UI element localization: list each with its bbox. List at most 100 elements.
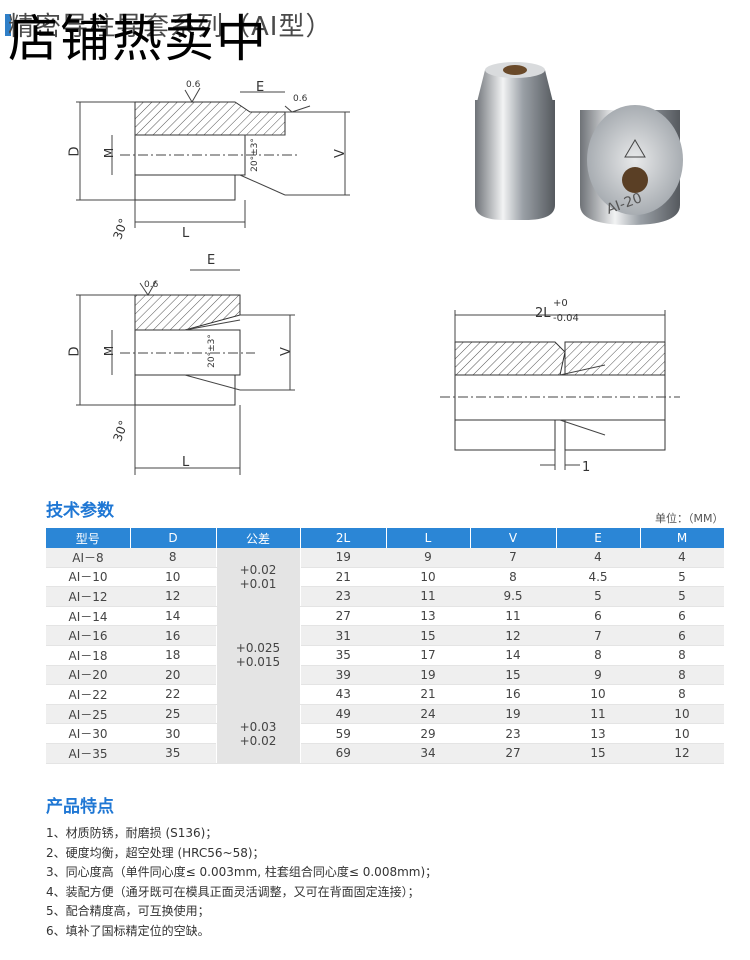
cell-v: 14 xyxy=(470,645,556,666)
cell-l: 10 xyxy=(386,567,470,588)
table-row: AI－25 25 +0.03+0.02 49 24 19 11 10 xyxy=(46,704,724,764)
cell-m: 8 xyxy=(640,684,724,705)
table-row: AI－8 8 +0.02+0.01 19 9 7 4 4 xyxy=(46,548,724,607)
cell-e: 9 xyxy=(556,665,640,686)
cell-v: 16 xyxy=(470,684,556,705)
drawing-middle xyxy=(76,269,295,475)
cell-model: AI－16 xyxy=(46,625,130,646)
cell-d: 25 xyxy=(130,704,216,725)
gap-dim: 1 xyxy=(582,460,591,475)
drawing-top xyxy=(76,87,350,228)
cell-l: 29 xyxy=(386,723,470,744)
cell-2l: 43 xyxy=(300,684,386,705)
tol-lower: -0.04 xyxy=(553,313,579,324)
feature-item: 6、填补了国标精定位的空缺。 xyxy=(46,923,210,938)
cell-model: AI－12 xyxy=(46,586,130,607)
tol-lower: +0.02 xyxy=(239,733,277,748)
cell-2l: 59 xyxy=(300,723,386,744)
cell-l: 19 xyxy=(386,665,470,686)
cell-d: 35 xyxy=(130,743,216,764)
cell-v: 9.5 xyxy=(470,586,556,607)
cell-model: AI－22 xyxy=(46,684,130,705)
cell-v: 11 xyxy=(470,606,556,627)
col-tolerance: 公差 xyxy=(216,528,301,548)
cell-e: 4 xyxy=(556,548,640,568)
table-row: AI－16 16 31 15 12 7 6 xyxy=(46,625,724,646)
col-2l: 2L xyxy=(300,528,387,548)
dim-e-middle: E xyxy=(207,253,216,268)
cell-v: 8 xyxy=(470,567,556,588)
cell-v: 27 xyxy=(470,743,556,764)
cell-d: 12 xyxy=(130,586,216,607)
tol-upper: +0.03 xyxy=(239,719,277,734)
cell-l: 21 xyxy=(386,684,470,705)
cell-d: 14 xyxy=(130,606,216,627)
cell-m: 6 xyxy=(640,625,724,646)
dim-l-top: L xyxy=(182,226,190,241)
cell-model: AI－14 xyxy=(46,606,130,627)
cell-d: 8 xyxy=(130,548,216,568)
table-row: AI－30 30 59 29 23 13 10 xyxy=(46,723,724,744)
cell-l: 13 xyxy=(386,606,470,627)
cell-model: AI－20 xyxy=(46,665,130,686)
angle-middle: 20°±3° xyxy=(206,334,217,368)
page-title: 精密导柱导套系列（AI型） xyxy=(8,12,333,42)
cell-e: 15 xyxy=(556,743,640,764)
cell-l: 34 xyxy=(386,743,470,764)
spec-header-row: 型号 D 公差 2L L V E M xyxy=(46,528,725,548)
dim-l-middle: L xyxy=(182,455,190,470)
cell-m: 10 xyxy=(640,704,724,725)
dim-m-middle: M xyxy=(102,345,117,357)
cell-2l: 23 xyxy=(300,586,386,607)
cell-m: 5 xyxy=(640,567,724,588)
cell-2l: 35 xyxy=(300,645,386,666)
feature-item: 4、装配方便（通牙既可在模具正面灵活调整，又可在背面固定连接）； xyxy=(46,884,420,899)
cell-2l: 21 xyxy=(300,567,386,588)
table-row: AI－10 10 21 10 8 4.5 5 xyxy=(46,567,724,588)
header-accent-bar xyxy=(5,14,11,36)
col-d: D xyxy=(130,528,217,548)
col-v: V xyxy=(470,528,557,548)
table-row: AI－20 20 39 19 15 9 8 xyxy=(46,665,724,686)
tol-lower: +0.01 xyxy=(239,576,277,591)
store-watermark: 店铺热卖中 xyxy=(8,10,268,68)
tolerance-cell: +0.02+0.01 xyxy=(215,548,301,607)
cell-v: 15 xyxy=(470,665,556,686)
dim-2l: 2L xyxy=(535,306,551,321)
cell-m: 6 xyxy=(640,606,724,627)
dim-v-top: V xyxy=(332,149,348,158)
cell-v: 12 xyxy=(470,625,556,646)
cell-e: 10 xyxy=(556,684,640,705)
cell-l: 11 xyxy=(386,586,470,607)
cell-d: 18 xyxy=(130,645,216,666)
feature-item: 5、配合精度高，可互换使用； xyxy=(46,904,210,919)
table-row: AI－12 12 23 11 9.5 5 5 xyxy=(46,586,724,607)
cell-e: 8 xyxy=(556,645,640,666)
cell-e: 11 xyxy=(556,704,640,725)
cell-model: AI－18 xyxy=(46,645,130,666)
cell-model: AI－25 xyxy=(46,704,130,725)
cell-m: 8 xyxy=(640,645,724,666)
cell-d: 22 xyxy=(130,684,216,705)
cell-e: 5 xyxy=(556,586,640,607)
cell-l: 15 xyxy=(386,625,470,646)
col-l: L xyxy=(386,528,471,548)
table-row: AI－35 35 69 34 27 15 12 xyxy=(46,743,724,764)
cell-v: 19 xyxy=(470,704,556,725)
dim-d-top: D xyxy=(67,146,83,157)
roughness-label-3: 0.6 xyxy=(144,280,159,290)
cell-model: AI－10 xyxy=(46,567,130,588)
cell-e: 13 xyxy=(556,723,640,744)
tolerance-cell: +0.025+0.015 xyxy=(215,606,301,705)
table-row: AI－18 18 35 17 14 8 8 xyxy=(46,645,724,666)
feature-item: 1、材质防锈，耐磨损 (S136)； xyxy=(46,826,218,840)
cell-2l: 19 xyxy=(300,548,386,568)
feature-item: 3、同心度高（单件同心度≤ 0.003mm, 柱套组合同心度≤ 0.008mm)… xyxy=(46,865,438,880)
cell-2l: 31 xyxy=(300,625,386,646)
roughness-label-2: 0.6 xyxy=(293,94,308,104)
angle-top: 20°±3° xyxy=(249,138,260,172)
spec-title: 技术参数 xyxy=(46,501,114,521)
cell-2l: 69 xyxy=(300,743,386,764)
product-photo xyxy=(475,62,683,225)
col-model: 型号 xyxy=(46,528,131,548)
